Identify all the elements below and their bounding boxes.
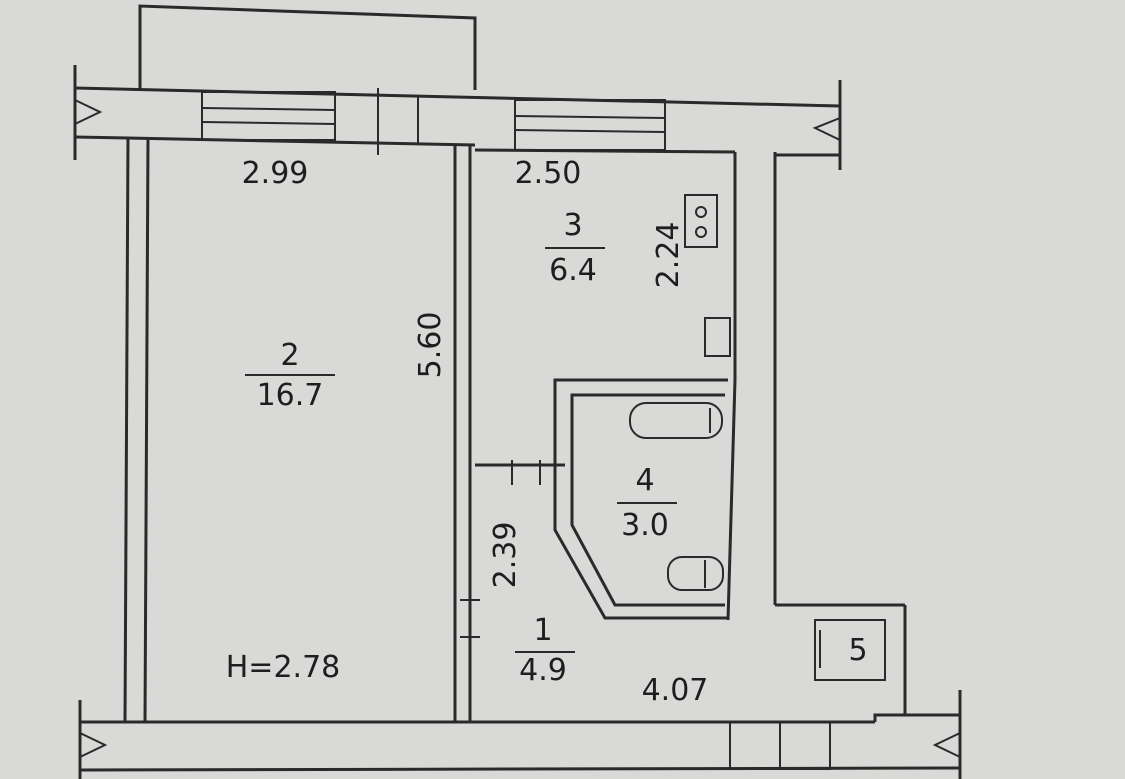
window-left [201,88,419,155]
room-area: 3.0 [621,508,669,543]
room-area: 16.7 [257,378,324,413]
room-number: 3 [563,208,582,243]
room-3-walls [475,152,737,485]
hall-walls [460,599,886,681]
room-1-label: 1 4.9 [515,613,575,688]
room-number: 4 [635,463,654,498]
right-wall [726,152,907,715]
room-area: 4.9 [519,653,567,688]
room-number: 1 [533,613,552,648]
room-4-label: 4 3.0 [617,463,677,543]
room-3-width-label: 2.50 [515,156,582,191]
room-2-width-label: 2.99 [242,156,309,191]
room-number: 2 [280,338,299,373]
room-2-walls [123,136,472,723]
room-5-label: 5 [848,633,867,668]
room-2-label: 2 16.7 [245,338,335,413]
room-2-depth-label: 5.60 [413,312,448,379]
bathroom-walls [553,194,731,620]
room-3-label: 3 6.4 [545,208,605,288]
bottom-wall [78,690,962,779]
room-3-depth-label: 2.24 [651,222,686,289]
window-right [514,99,666,151]
hall-width-label: 4.07 [642,673,709,708]
balcony [138,4,477,90]
ceiling-height-label: H=2.78 [226,650,341,685]
hall-depth-label: 2.39 [488,522,523,589]
room-area: 6.4 [549,253,597,288]
